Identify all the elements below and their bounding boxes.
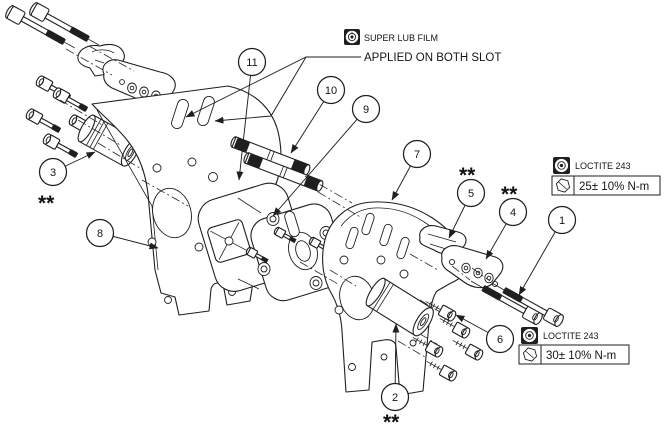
lubricant-title: SUPER LUB FILM bbox=[364, 33, 438, 43]
socket-head-screw bbox=[41, 132, 80, 161]
loctite-lower-label: LOCTITE 243 bbox=[543, 331, 599, 341]
loctite-icon bbox=[553, 157, 570, 174]
balloon-5-number: 5 bbox=[468, 188, 474, 200]
balloon-9: 9 bbox=[351, 94, 381, 124]
socket-head-screw bbox=[24, 107, 63, 136]
torque-lower-value: 30± 10% N-m bbox=[546, 350, 616, 362]
balloon-11: 11 bbox=[237, 47, 267, 77]
socket-head-screw bbox=[423, 356, 459, 383]
balloon-3: 3 bbox=[38, 157, 68, 187]
bolt-head-icon bbox=[522, 347, 538, 362]
balloon-6-number: 6 bbox=[497, 334, 503, 346]
balloon-11-number: 11 bbox=[246, 57, 257, 69]
asterisk-item4: ** bbox=[501, 183, 518, 206]
balloon-4-number: 4 bbox=[510, 207, 516, 219]
bushing-cylinder bbox=[77, 114, 140, 167]
torque-upper-value: 25± 10% N-m bbox=[579, 181, 649, 193]
loctite-upper-label: LOCTITE 243 bbox=[575, 161, 631, 171]
balloon-2: 2 bbox=[380, 382, 410, 412]
balloon-4: 4 bbox=[498, 197, 528, 227]
adhesive-callout-lower: LOCTITE 243 30± 10% N-m bbox=[518, 327, 630, 365]
balloon-callouts: 1 2 3 4 5 6 7 8 9 10 11 bbox=[38, 47, 577, 412]
long-screws-top bbox=[3, 0, 103, 55]
roller-cylinder bbox=[365, 277, 434, 337]
asterisk-item3: ** bbox=[38, 192, 55, 215]
balloon-5: 5 bbox=[456, 178, 486, 208]
balloon-10-number: 10 bbox=[325, 85, 337, 97]
balloon-9-number: 9 bbox=[363, 104, 369, 116]
balloon-7-number: 7 bbox=[414, 149, 420, 161]
central-hub bbox=[197, 182, 347, 302]
wedge-insert bbox=[207, 219, 251, 263]
lubricant-icon bbox=[344, 29, 360, 45]
balloon-1-number: 1 bbox=[559, 215, 565, 227]
balloon-8: 8 bbox=[85, 218, 115, 248]
socket-head-screw bbox=[449, 335, 485, 362]
centerlines bbox=[59, 45, 491, 358]
asterisk-markers: ** ** ** ** bbox=[38, 164, 518, 432]
balloon-7: 7 bbox=[402, 139, 432, 169]
asterisk-item2: ** bbox=[383, 411, 400, 432]
asterisk-item5: ** bbox=[459, 164, 476, 187]
bolt-head-icon bbox=[555, 178, 571, 193]
balloon-2-number: 2 bbox=[392, 392, 398, 404]
socket-head-screw bbox=[51, 86, 90, 115]
balloon-8-number: 8 bbox=[97, 228, 103, 240]
slot-left bbox=[171, 99, 189, 129]
lubricant-instruction: APPLIED ON BOTH SLOT bbox=[364, 52, 501, 64]
lubricant-note: SUPER LUB FILM APPLIED ON BOTH SLOT bbox=[344, 29, 501, 64]
loctite-icon bbox=[521, 327, 538, 344]
balloon-3-number: 3 bbox=[50, 167, 56, 179]
balloon-6: 6 bbox=[485, 324, 515, 354]
long-screws-bottom bbox=[470, 280, 566, 329]
balloon-10: 10 bbox=[316, 75, 346, 105]
balloon-1: 1 bbox=[547, 205, 577, 235]
adhesive-callout-upper: LOCTITE 243 25± 10% N-m bbox=[551, 157, 661, 196]
